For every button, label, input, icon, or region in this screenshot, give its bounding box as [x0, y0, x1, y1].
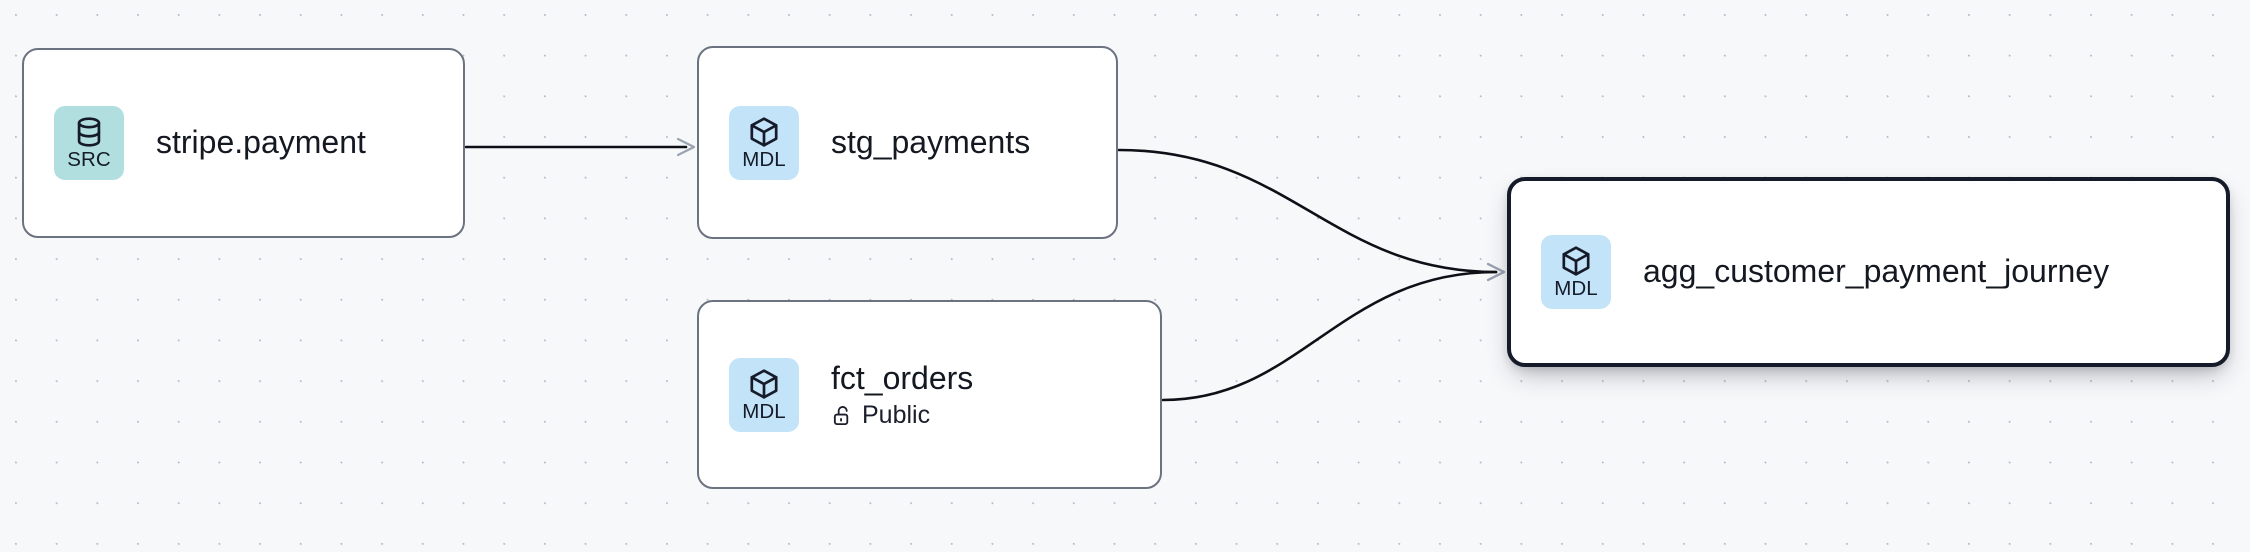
database-icon	[77, 117, 101, 147]
node-title: agg_customer_payment_journey	[1643, 253, 2110, 290]
node-stripe-payment[interactable]: SRC stripe.payment	[22, 48, 465, 238]
cube-icon	[750, 369, 778, 399]
node-fct-orders[interactable]: MDL fct_orders Public	[697, 300, 1162, 489]
badge-label: MDL	[742, 399, 786, 423]
unlock-icon	[833, 405, 849, 425]
badge-model: MDL	[1541, 235, 1611, 309]
node-visibility: Public	[831, 401, 973, 430]
cube-icon	[750, 117, 778, 147]
edge-stripe-to-stg-arrowhead	[676, 137, 696, 157]
node-visibility-label: Public	[862, 400, 931, 429]
node-stg-payments[interactable]: MDL stg_payments	[697, 46, 1118, 239]
edge-stg-to-agg-arrowhead	[1486, 262, 1506, 282]
node-title: stripe.payment	[156, 124, 366, 161]
node-body: fct_orders Public	[831, 360, 973, 430]
badge-model: MDL	[729, 357, 799, 432]
badge-label: MDL	[742, 147, 786, 171]
node-title: fct_orders	[831, 359, 974, 396]
node-title: stg_payments	[831, 123, 1031, 160]
node-body: stg_payments	[831, 124, 1030, 161]
node-agg-customer-payment-journey[interactable]: MDL agg_customer_payment_journey	[1507, 177, 2230, 367]
node-body: stripe.payment	[156, 124, 366, 161]
edge-fct-to-agg	[1161, 270, 1498, 402]
badge-label: SRC	[67, 148, 111, 172]
edge-fct-to-agg-arrowhead	[1486, 262, 1506, 282]
cube-icon	[1562, 246, 1590, 276]
badge-model: MDL	[729, 105, 799, 180]
badge-label: MDL	[1554, 277, 1598, 301]
badge-source: SRC	[54, 106, 124, 180]
edge-stg-to-agg	[1117, 148, 1498, 274]
node-body: agg_customer_payment_journey	[1643, 253, 2109, 290]
